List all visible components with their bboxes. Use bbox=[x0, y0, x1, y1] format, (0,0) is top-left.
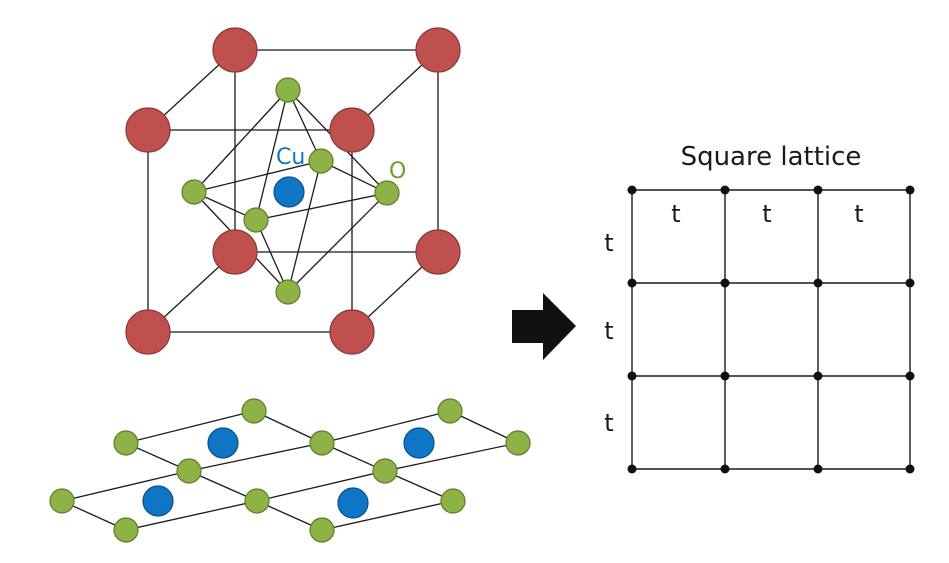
lattice-site bbox=[813, 278, 823, 288]
plane-copper bbox=[403, 427, 435, 459]
copper-atom bbox=[273, 176, 305, 208]
lattice-site bbox=[813, 464, 823, 474]
back-bottom-left-cation bbox=[212, 229, 258, 275]
lattice-site bbox=[720, 185, 730, 195]
plane-copper bbox=[337, 487, 369, 519]
oxygen-left bbox=[181, 179, 207, 205]
plane-oxygen bbox=[372, 458, 398, 484]
plane-oxygen bbox=[505, 430, 531, 456]
hopping-label-left-1: t bbox=[604, 229, 613, 257]
plane-oxygen bbox=[113, 430, 139, 456]
lattice-site bbox=[905, 464, 915, 474]
lattice-site bbox=[813, 185, 823, 195]
lattice-site bbox=[627, 278, 637, 288]
plane-oxygen bbox=[440, 488, 466, 514]
lattice-site bbox=[720, 371, 730, 381]
hopping-label-left-3: t bbox=[604, 409, 613, 437]
plane-oxygen bbox=[437, 398, 463, 424]
right-arrow-icon bbox=[512, 293, 576, 360]
lattice-site bbox=[627, 464, 637, 474]
lattice-site bbox=[720, 464, 730, 474]
lattice-grid-lines bbox=[631, 189, 911, 470]
front-top-right-cation bbox=[329, 107, 375, 153]
lattice-site bbox=[627, 371, 637, 381]
lattice-site bbox=[627, 185, 637, 195]
plane-copper bbox=[142, 485, 174, 517]
oxygen-right bbox=[374, 180, 400, 206]
plane-oxygen bbox=[49, 488, 75, 514]
plane-copper bbox=[207, 427, 239, 459]
hopping-label-top-1: t bbox=[671, 200, 680, 228]
hopping-label-top-3: t bbox=[854, 200, 863, 228]
plane-oxygen bbox=[244, 488, 270, 514]
back-top-left-cation bbox=[212, 27, 258, 73]
back-top-right-cation bbox=[415, 27, 461, 73]
oxygen-back bbox=[308, 148, 334, 174]
plane-oxygen bbox=[309, 517, 335, 543]
lattice-sites bbox=[627, 185, 915, 474]
hopping-label-top-2: t bbox=[762, 200, 771, 228]
oxygen-front bbox=[243, 207, 269, 233]
perovskite-unit-cell: Cu O bbox=[125, 27, 461, 355]
front-bottom-right-cation bbox=[329, 309, 375, 355]
plane-oxygen bbox=[241, 398, 267, 424]
hopping-label-left-2: t bbox=[604, 317, 613, 345]
plane-oxygen bbox=[176, 458, 202, 484]
cuo2-plane bbox=[49, 398, 531, 543]
lattice-site bbox=[905, 278, 915, 288]
oxygen-bottom bbox=[275, 279, 301, 305]
front-bottom-left-cation bbox=[125, 309, 171, 355]
lattice-title: Square lattice bbox=[681, 142, 862, 172]
lattice-site bbox=[905, 185, 915, 195]
plane-oxygen bbox=[309, 430, 335, 456]
copper-label: Cu bbox=[276, 145, 305, 170]
plane-oxygen bbox=[113, 517, 139, 543]
oxygen-top bbox=[275, 77, 301, 103]
oxygen-label: O bbox=[389, 159, 406, 184]
square-lattice: Square lattice bbox=[604, 142, 915, 474]
back-bottom-right-cation bbox=[415, 229, 461, 275]
front-top-left-cation bbox=[125, 107, 171, 153]
lattice-site bbox=[720, 278, 730, 288]
lattice-site bbox=[905, 371, 915, 381]
lattice-site bbox=[813, 371, 823, 381]
